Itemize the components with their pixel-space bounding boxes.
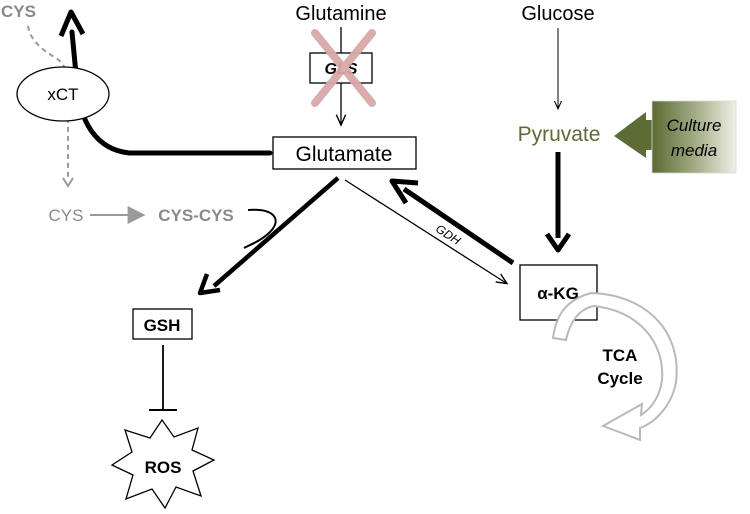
culture-media-label-line1: Culture <box>667 116 722 135</box>
gsh-box <box>132 308 193 340</box>
tca-label-line2: Cycle <box>597 369 642 388</box>
cys-intracellular-label: CYS <box>49 206 84 225</box>
cys-cys-label: CYS-CYS <box>158 206 234 225</box>
gsh-label: GSH <box>144 316 181 335</box>
cys-extracellular-label: CYS <box>1 2 36 21</box>
culture-media-arrow <box>614 100 737 174</box>
akg-label: α-KG <box>537 284 579 303</box>
glutamate-to-akg-arrow <box>344 179 506 283</box>
glutamate-to-gsh-arrow <box>212 176 340 288</box>
culture-media-label-line2: media <box>671 141 717 160</box>
pyruvate-label: Pyruvate <box>518 123 601 146</box>
glutamate-to-gsh-arrowhead <box>197 273 221 296</box>
xct-export-arrowhead <box>58 9 86 37</box>
glutamate-box <box>272 136 417 170</box>
cys-import-dashed-line <box>27 25 70 178</box>
glutamate-label: Glutamate <box>296 143 393 166</box>
xct-label: xCT <box>47 85 78 104</box>
ros-starburst <box>110 418 216 510</box>
glutamine-label: Glutamine <box>295 3 386 25</box>
cyscys-merge-line <box>243 208 277 249</box>
xct-transporter <box>16 66 110 122</box>
akg-to-glutamate-arrowhead <box>389 178 419 205</box>
pyruvate-to-akg-arrowhead <box>544 232 572 253</box>
tca-cycle-arrow <box>551 291 678 442</box>
gls-inhibition-cross <box>311 29 376 107</box>
cys-import-arrowhead <box>62 177 74 188</box>
tca-label-line1: TCA <box>603 346 638 365</box>
akg-to-glutamate-arrow <box>402 186 515 266</box>
ros-label: ROS <box>145 458 182 477</box>
glucose-label: Glucose <box>521 3 594 25</box>
